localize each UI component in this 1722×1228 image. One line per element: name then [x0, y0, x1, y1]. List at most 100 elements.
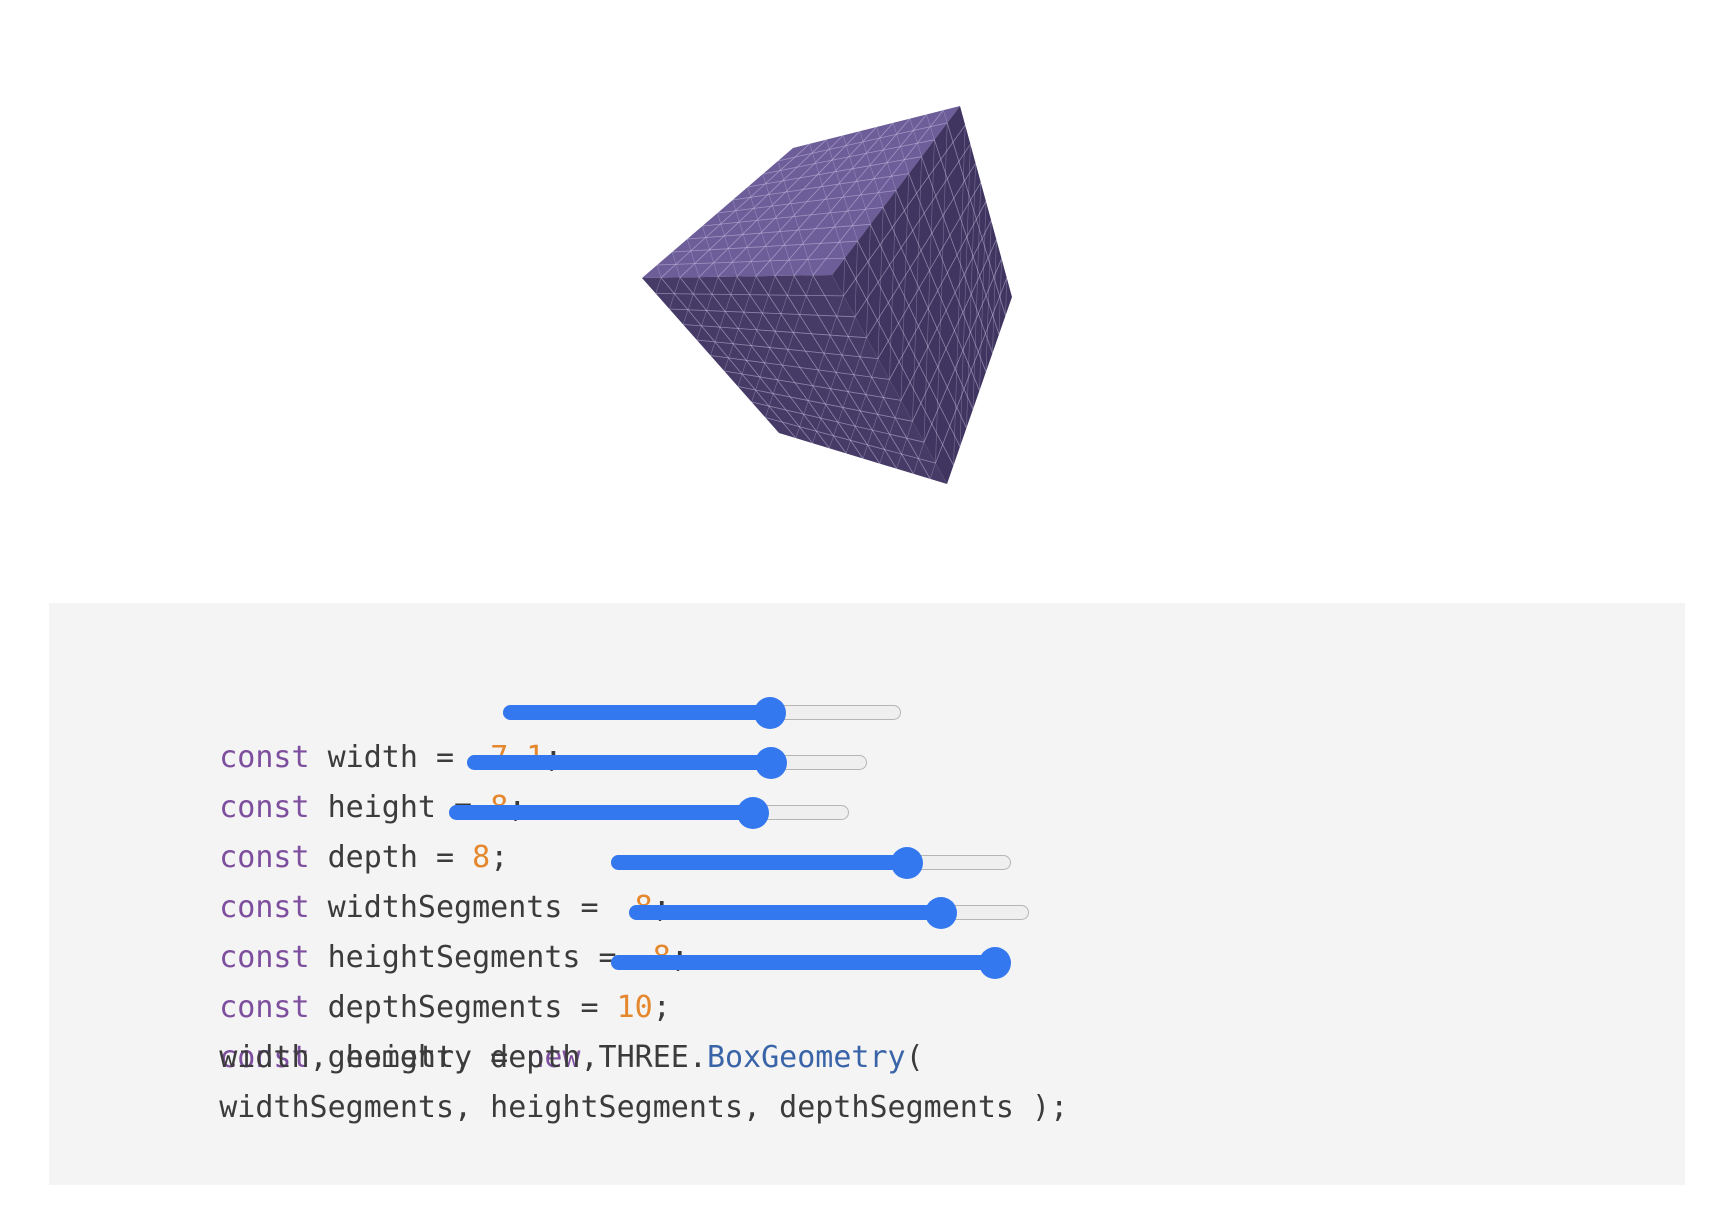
- face-grid-line: [934, 139, 1000, 335]
- face-grid-diagonal: [762, 173, 795, 276]
- face-grid-diagonal: [696, 276, 719, 341]
- height-slider[interactable]: [467, 745, 867, 781]
- face-grid-diagonal: [953, 125, 966, 466]
- 3d-viewport[interactable]: [0, 0, 1722, 600]
- keyword-new: new: [526, 1040, 581, 1075]
- face-grid-line: [736, 126, 877, 277]
- face-grid-diagonal: [723, 276, 757, 372]
- face-grid-line: [793, 275, 914, 475]
- face-grid-diagonal: [923, 139, 935, 443]
- var-geometry-label: geometry =: [309, 1040, 527, 1075]
- slider-thumb[interactable]: [979, 947, 1011, 979]
- slider-thumb[interactable]: [925, 897, 957, 929]
- face-grid-diagonal: [682, 277, 700, 325]
- box-geometry-class: BoxGeometry: [706, 1040, 906, 1075]
- open-paren: (: [905, 1040, 924, 1075]
- face-grid-diagonal: [669, 277, 681, 310]
- face-grid-diagonal: [896, 421, 913, 469]
- face-grid-diagonal: [702, 225, 719, 277]
- width-segments-slider[interactable]: [611, 845, 1011, 881]
- face-grid-line: [935, 277, 1008, 464]
- cube-render: [642, 106, 1012, 484]
- keyword-const: const: [219, 840, 310, 875]
- face-grid-diagonal: [687, 238, 700, 278]
- code-panel: const width = 7.1; const height = 8; con…: [49, 603, 1685, 1185]
- face-grid-diagonal: [879, 400, 902, 464]
- face-grid-line: [774, 275, 897, 469]
- face-grid-diagonal: [829, 337, 867, 449]
- slider-fill: [449, 805, 753, 820]
- face-grid-diagonal: [972, 182, 982, 410]
- face-grid-line: [765, 417, 936, 464]
- face-grid-line: [793, 114, 927, 276]
- face-grid-diagonal: [913, 442, 925, 474]
- slider-thumb[interactable]: [753, 697, 786, 729]
- face-grid-line: [908, 173, 987, 372]
- keyword-const: const: [219, 940, 310, 975]
- face-grid-diagonal: [655, 277, 662, 294]
- face-grid-diagonal: [845, 358, 879, 454]
- face-grid-diagonal: [826, 139, 858, 242]
- code-line-depth-segments: const depthSegments = 10;: [147, 933, 671, 1025]
- code-line-args-1: width, height, depth,: [147, 1040, 599, 1075]
- face-grid-line: [732, 173, 909, 201]
- slider-fill: [629, 905, 941, 920]
- face-grid-line: [710, 355, 890, 380]
- depth-value: 8: [472, 840, 491, 875]
- face-grid-diagonal: [912, 156, 922, 422]
- keyword-const: const: [219, 740, 310, 775]
- face-grid-diagonal: [966, 163, 976, 428]
- three-namespace: THREE.: [580, 1040, 707, 1075]
- face-grid-diagonal: [671, 251, 681, 278]
- face-grid-diagonal: [1005, 277, 1008, 316]
- face-grid-diagonal: [717, 212, 738, 277]
- width-slider[interactable]: [503, 695, 901, 731]
- face-grid-line: [900, 220, 992, 401]
- code-line-args-2: widthSegments, heightSegments, depthSegm…: [147, 1090, 1069, 1125]
- slider-thumb[interactable]: [891, 847, 923, 879]
- code-line-geometry: const geometry = new THREE.BoxGeometry(: [147, 983, 923, 1075]
- slider-thumb[interactable]: [737, 797, 769, 829]
- face-grid-diagonal: [935, 122, 948, 464]
- code-line-width: const width = 7.1;: [147, 683, 562, 775]
- keyword-const: const: [219, 890, 310, 925]
- face-grid-line: [747, 156, 922, 188]
- slider-fill: [611, 955, 995, 970]
- face-grid-diagonal: [859, 131, 884, 208]
- face-grid-line: [921, 156, 993, 354]
- face-grid-diagonal: [877, 207, 884, 359]
- depth-slider[interactable]: [449, 795, 849, 831]
- keyword-const: const: [219, 790, 310, 825]
- semicolon: ;: [490, 840, 509, 875]
- slider-thumb[interactable]: [755, 747, 787, 779]
- face-grid-diagonal: [892, 122, 910, 174]
- face-grid-diagonal: [909, 118, 922, 157]
- var-depth-label: depth =: [309, 840, 473, 875]
- face-grid-diagonal: [751, 275, 795, 403]
- face-grid-line: [737, 386, 913, 422]
- face-grid-diagonal: [732, 199, 757, 277]
- face-grid-line: [724, 370, 902, 401]
- var-depth-segments-label: depthSegments =: [309, 990, 617, 1025]
- face-grid-line: [755, 275, 881, 464]
- face-grid-diagonal: [656, 264, 662, 278]
- face-grid-diagonal: [765, 275, 814, 418]
- code-line-height-segments: const heightSegments = 8;: [147, 883, 689, 975]
- face-grid-diagonal: [900, 173, 910, 401]
- face-grid-diagonal: [998, 258, 1002, 335]
- depth-segments-value: 10: [616, 990, 653, 1025]
- face-grid-diagonal: [926, 114, 935, 140]
- height-segments-slider[interactable]: [629, 895, 1029, 931]
- face-grid-diagonal: [985, 220, 992, 372]
- face-grid-line: [923, 258, 1002, 443]
- face-grid-line: [812, 109, 944, 276]
- face-grid-line: [762, 139, 935, 175]
- face-grid-line: [912, 239, 997, 422]
- face-grid-diagonal: [812, 316, 856, 444]
- face-grid-diagonal: [737, 275, 776, 387]
- face-grid-diagonal: [992, 239, 997, 354]
- face-grid-diagonal: [843, 258, 846, 296]
- depth-segments-slider[interactable]: [611, 945, 1011, 981]
- face-grid-line: [774, 118, 911, 277]
- face-grid-line: [777, 122, 948, 162]
